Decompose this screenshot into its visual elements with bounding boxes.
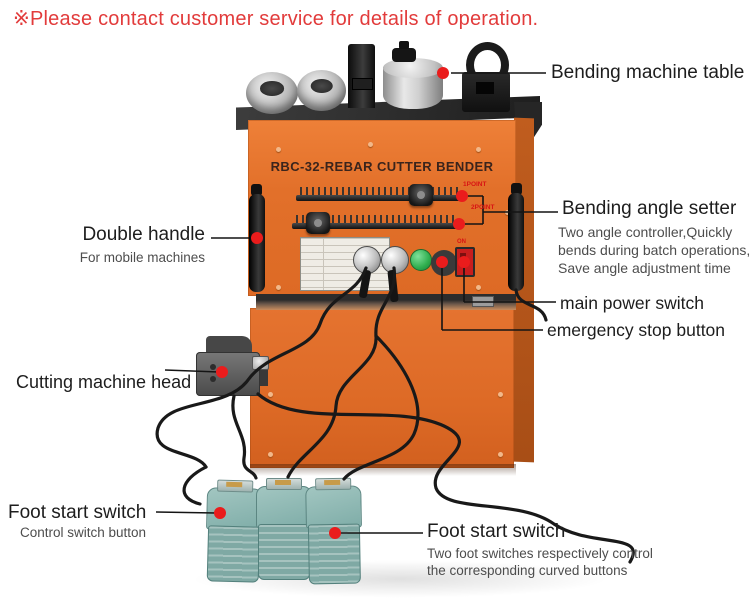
cable-1: [155, 266, 368, 469]
dot-double-handle: [251, 232, 263, 244]
angle-slider-rod-1[interactable]: [296, 195, 462, 201]
label-double-handle: Double handle: [82, 224, 205, 245]
cable-5: [514, 288, 548, 322]
customer-service-notice: ※Please contact customer service for det…: [13, 8, 539, 30]
rivet: [476, 147, 481, 152]
cable-3: [342, 334, 420, 481]
dot-cutting-head: [216, 366, 228, 378]
label-foot-right-desc-2: the corresponding curved buttons: [427, 563, 628, 578]
cabinet-door: [250, 308, 514, 468]
right-handle-cap: [511, 183, 522, 195]
bending-drum-top: [383, 58, 443, 78]
label-emergency-stop-button: emergency stop button: [547, 320, 726, 340]
label-angle-desc-3: Save angle adjustment time: [558, 260, 731, 276]
label-angle-desc-2: bends during batch operations,: [558, 242, 750, 258]
rivet: [498, 392, 503, 397]
angle-rack-2: [296, 215, 456, 224]
cable-6: [231, 394, 258, 480]
label-double-handle-sub: For mobile machines: [79, 250, 205, 265]
line-cutting-head: [164, 369, 220, 373]
bending-center-post: [348, 44, 375, 108]
rivet: [276, 147, 281, 152]
cabinet-base-shadow: [250, 464, 516, 476]
tag-on: ON: [457, 239, 466, 245]
angle-slider-knob-2[interactable]: [306, 212, 330, 234]
label-foot-left-sub: Control switch button: [20, 525, 147, 540]
cutting-head-bolt: [210, 376, 216, 382]
dot-foot-right: [329, 527, 341, 539]
dot-estop: [436, 256, 448, 268]
label-cutting-machine-head: Cutting machine head: [16, 372, 192, 392]
cable-7: [182, 465, 208, 506]
rivet: [268, 392, 273, 397]
dot-power: [458, 256, 470, 268]
left-handle-cap: [251, 184, 262, 196]
line-foot-left: [155, 511, 217, 514]
rivet: [368, 142, 373, 147]
tag-1point: 1POINT: [463, 181, 487, 188]
model-nameplate: RBC-32-REBAR CUTTER BENDER: [270, 159, 494, 174]
cutting-head-bolt: [210, 364, 216, 370]
label-main-power-switch: main power switch: [560, 293, 704, 313]
cable-bundle: [155, 266, 635, 564]
rivet: [268, 452, 273, 457]
lifting-eye-base: [462, 72, 510, 112]
label-foot-right-desc-1: Two foot switches respectively control: [427, 546, 653, 561]
dot-angle-2: [453, 218, 465, 230]
angle-slider-rod-2[interactable]: [292, 223, 460, 229]
angle-slider-knob-1[interactable]: [409, 184, 433, 206]
pointer-dots: [214, 67, 470, 539]
cutting-machine-head: [196, 352, 260, 396]
dot-foot-left: [214, 507, 226, 519]
foot-pedal-middle[interactable]: [256, 478, 312, 580]
label-foot-start-switch-left: Foot start switch: [8, 502, 147, 523]
pedal-label-plate: [275, 480, 291, 485]
rivet: [276, 285, 281, 290]
label-foot-start-switch-right: Foot start switch: [427, 521, 566, 542]
cable-4: [256, 392, 635, 564]
cable-2: [286, 266, 397, 479]
right-handle[interactable]: [508, 193, 524, 291]
pedal-hood: [256, 486, 312, 528]
label-angle-desc-1: Two angle controller,Quickly: [558, 224, 733, 240]
rivet: [476, 285, 481, 290]
rivet: [498, 452, 503, 457]
dot-bending-table: [437, 67, 449, 79]
label-bending-machine-table: Bending machine table: [551, 62, 745, 83]
tag-2point: 2POINT: [471, 204, 495, 211]
dot-angle-1: [456, 190, 468, 202]
angle-rack-1: [300, 187, 458, 196]
pedal-tread[interactable]: [258, 524, 310, 580]
bending-drum-cap: [392, 41, 416, 62]
label-bending-angle-setter: Bending angle setter: [562, 198, 737, 219]
bending-roller-die-2: [297, 70, 346, 111]
callout-lines: [155, 72, 558, 534]
bending-roller-die-1: [246, 72, 298, 114]
